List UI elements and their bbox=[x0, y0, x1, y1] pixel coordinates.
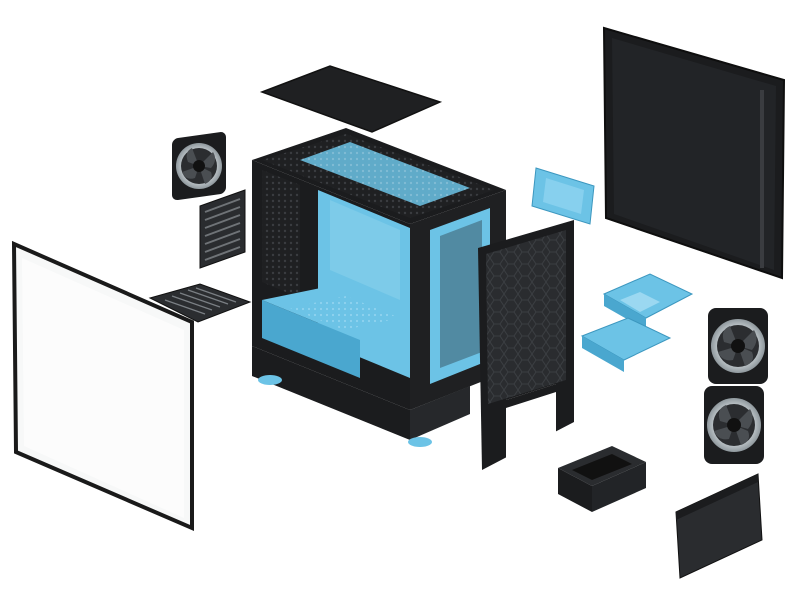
psu-dust-filter bbox=[148, 283, 252, 323]
front-panel bbox=[478, 220, 574, 470]
top-dust-filter bbox=[259, 65, 443, 133]
front-fan-upper bbox=[708, 308, 768, 384]
tempered-glass-side-panel bbox=[11, 240, 194, 532]
front-fan-lower bbox=[704, 386, 764, 464]
ssd-bracket bbox=[531, 167, 595, 225]
psu-shroud-cover bbox=[558, 446, 646, 512]
front-bottom-cover bbox=[675, 473, 763, 579]
rear-fan bbox=[172, 132, 226, 201]
solid-side-panel bbox=[602, 26, 786, 280]
drive-cage bbox=[580, 273, 694, 372]
pci-slot-covers bbox=[199, 189, 246, 269]
case-chassis bbox=[252, 128, 506, 447]
